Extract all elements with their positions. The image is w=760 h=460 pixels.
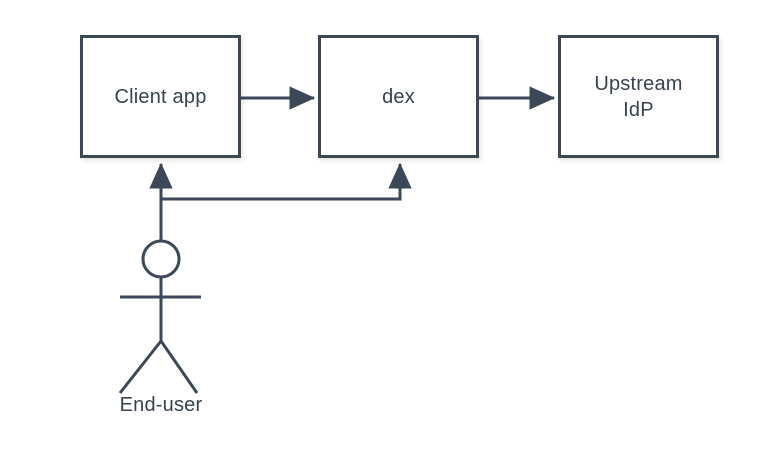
node-dex[interactable]: dex: [318, 35, 479, 158]
actor-end-user-label: End-user: [119, 394, 203, 416]
node-client-app[interactable]: Client app: [80, 35, 241, 158]
actor-left-leg-icon: [118, 340, 163, 394]
actor-head-icon: [141, 239, 181, 279]
edge-end-user-to-dex: [161, 162, 412, 201]
node-dex-label: dex: [382, 85, 415, 108]
node-upstream-idp-label: Upstream IdP: [594, 72, 683, 121]
actor-right-leg-icon: [159, 340, 199, 394]
node-client-app-label: Client app: [114, 85, 207, 108]
node-upstream-idp[interactable]: Upstream IdP: [558, 35, 719, 158]
